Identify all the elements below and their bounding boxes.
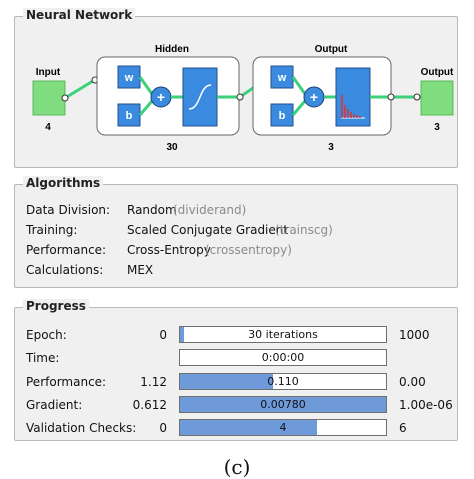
- calculations-label: Calculations:: [26, 263, 104, 277]
- output-size: 3: [434, 122, 440, 133]
- performance-detail: (crossentropy): [205, 243, 292, 257]
- neural-network-title: Neural Network: [23, 8, 136, 22]
- gradient-label: Gradient:: [26, 398, 83, 412]
- gradient-start: 0.612: [132, 398, 167, 412]
- performance-bar-text: 0.110: [267, 375, 299, 388]
- time-bar-text: 0:00:00: [261, 351, 305, 364]
- validation-checks-label: Validation Checks:: [26, 421, 137, 435]
- training-detail: (trainscg): [275, 223, 333, 237]
- sigmoid-icon: [188, 84, 212, 110]
- progress-panel: Progress Epoch: 0 30 iterations 1000 Tim…: [14, 299, 458, 441]
- epoch-progress-bar: 30 iterations: [179, 326, 387, 343]
- svg-text:w: w: [124, 72, 134, 84]
- performance-progress-label: Performance:: [26, 375, 107, 389]
- gradient-fill: [180, 397, 386, 412]
- algorithms-panel: Algorithms Data Division: Random (divide…: [14, 176, 458, 288]
- training-value: Scaled Conjugate Gradient: [127, 223, 289, 237]
- epoch-bar-text: 30 iterations: [248, 328, 318, 341]
- softmax-icon: [341, 95, 365, 119]
- neural-network-panel: Neural Network Input 4 Hidden w b + 30 O…: [14, 8, 458, 168]
- time-label: Time:: [26, 351, 60, 365]
- data-division-label: Data Division:: [26, 203, 111, 217]
- input-node: [32, 80, 66, 116]
- epoch-end: 1000: [399, 328, 430, 342]
- epoch-start: 0: [159, 328, 167, 342]
- figure-caption: (c): [223, 455, 251, 479]
- performance-label: Performance:: [26, 243, 107, 257]
- progress-title: Progress: [23, 299, 89, 313]
- input-label: Input: [36, 67, 61, 78]
- network-diagram: Input 4 Hidden w b + 30 Output w b: [32, 44, 454, 153]
- hidden-label: Hidden: [155, 44, 189, 55]
- svg-text:+: +: [310, 89, 318, 105]
- validation-checks-progress-bar: 4: [179, 419, 387, 436]
- output-node: [420, 80, 454, 116]
- validation-checks-start: 0: [159, 421, 167, 435]
- svg-text:w: w: [277, 72, 287, 84]
- output-layer-size: 3: [328, 142, 334, 153]
- performance-progress-bar: 0.110: [179, 373, 387, 390]
- performance-fill: [180, 374, 273, 389]
- epoch-fill: [180, 327, 185, 342]
- validation-checks-bar-text: 4: [279, 421, 287, 434]
- epoch-label: Epoch:: [26, 328, 67, 342]
- training-label: Training:: [26, 223, 78, 237]
- output-transfer-function: [335, 67, 371, 127]
- gradient-end: 1.00e-06: [399, 398, 453, 412]
- input-size: 4: [45, 122, 51, 133]
- performance-value: Cross-Entropy: [127, 243, 211, 257]
- performance-start: 1.12: [140, 375, 167, 389]
- validation-checks-fill: [180, 420, 318, 435]
- hidden-size: 30: [166, 142, 178, 153]
- performance-end: 0.00: [399, 375, 426, 389]
- svg-text:+: +: [157, 89, 165, 105]
- calculations-value: MEX: [127, 263, 154, 277]
- validation-checks-end: 6: [399, 421, 407, 435]
- output-layer-label: Output: [315, 44, 348, 55]
- output-label: Output: [421, 67, 454, 78]
- data-division-detail: (dividerand): [173, 203, 247, 217]
- svg-text:b: b: [126, 110, 133, 122]
- time-progress-bar: 0:00:00: [179, 349, 387, 366]
- data-division-value: Random: [127, 203, 177, 217]
- svg-text:b: b: [279, 110, 286, 122]
- gradient-progress-bar: 0.00780: [179, 396, 387, 413]
- algorithms-title: Algorithms: [23, 176, 104, 190]
- gradient-bar-text: 0.00780: [260, 398, 306, 411]
